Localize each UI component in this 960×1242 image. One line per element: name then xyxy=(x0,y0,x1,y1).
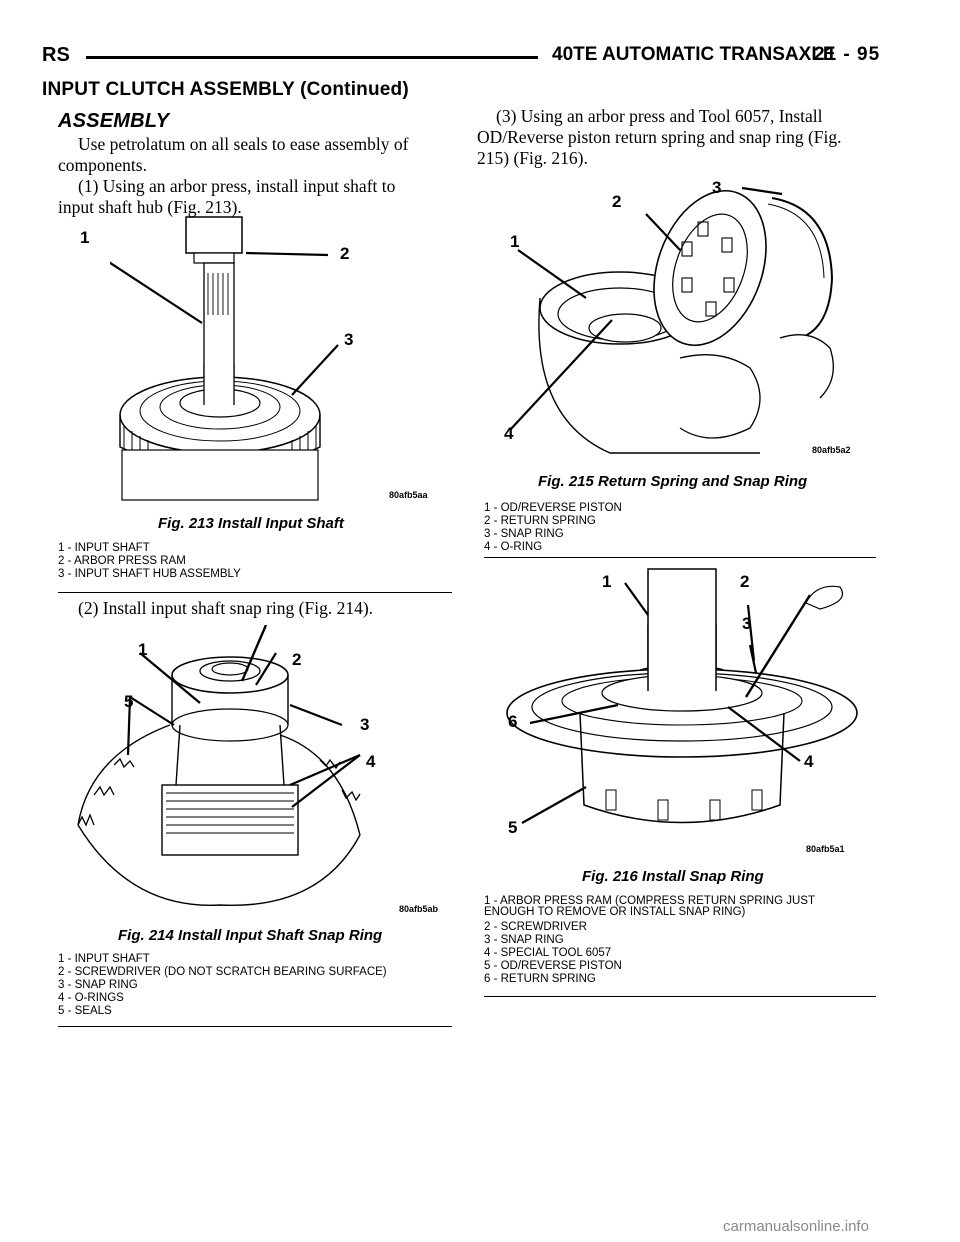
fig216-rule xyxy=(484,996,876,997)
fig216-code: 80afb5a1 xyxy=(806,844,845,854)
assembly-right-line-2: OD/Reverse piston return spring and snap… xyxy=(477,127,842,147)
fig214-code: 80afb5ab xyxy=(399,904,439,914)
fig213-callout-3: 3 xyxy=(344,330,354,349)
fig215-rule xyxy=(484,557,876,558)
page-number: 21 - 95 xyxy=(814,44,881,65)
fig214-callout-2: 2 xyxy=(292,650,302,669)
fig215-callout-1: 1 xyxy=(510,232,520,251)
fig214-legend-3: 3 - SNAP RING xyxy=(58,979,138,991)
assembly-line-3: (1) Using an arbor press, install input … xyxy=(78,176,396,196)
fig213-legend-3: 3 - INPUT SHAFT HUB ASSEMBLY xyxy=(58,568,241,580)
fig213-code: 80afb5aa xyxy=(389,490,428,500)
assembly-line-1: Use petrolatum on all seals to ease asse… xyxy=(78,134,409,154)
fig214-callout-5: 5 xyxy=(124,692,134,711)
fig216-legend-5: 4 - SPECIAL TOOL 6057 xyxy=(484,947,612,959)
assembly-right-line-3: 215) (Fig. 216). xyxy=(477,148,588,168)
step-2-text: (2) Install input shaft snap ring (Fig. … xyxy=(78,598,374,618)
header-title: 40TE AUTOMATIC TRANSAXLE xyxy=(552,44,836,65)
header-rule xyxy=(86,56,538,59)
section-title: INPUT CLUTCH ASSEMBLY (Continued) xyxy=(42,79,409,100)
fig216-legend-4: 3 - SNAP RING xyxy=(484,934,564,946)
fig215-legend-4: 4 - O-RING xyxy=(484,541,543,553)
fig215-callout-4: 4 xyxy=(504,424,514,443)
fig215-code: 80afb5a2 xyxy=(812,445,851,455)
fig216-callout-1: 1 xyxy=(602,572,612,591)
fig216-callout-4: 4 xyxy=(804,752,814,771)
fig214-legend-5: 5 - SEALS xyxy=(58,1005,112,1017)
figure-213-illustration xyxy=(110,215,450,505)
fig214-caption: Fig. 214 Install Input Shaft Snap Ring xyxy=(118,927,383,944)
fig216-callout-6: 6 xyxy=(508,712,518,731)
fig215-legend-3: 3 - SNAP RING xyxy=(484,528,564,540)
fig215-callout-2: 2 xyxy=(612,192,622,211)
fig213-callout-2: 2 xyxy=(340,244,350,263)
fig216-legend-3: 2 - SCREWDRIVER xyxy=(484,921,587,933)
fig214-rule xyxy=(58,1026,452,1027)
fig213-legend-1: 1 - INPUT SHAFT xyxy=(58,542,150,554)
watermark: carmanualsonline.info xyxy=(723,1218,869,1235)
fig216-caption: Fig. 216 Install Snap Ring xyxy=(582,868,764,885)
header-left: RS xyxy=(42,44,70,66)
fig213-callout-1: 1 xyxy=(80,228,90,247)
fig214-callout-3: 3 xyxy=(360,715,370,734)
fig215-caption: Fig. 215 Return Spring and Snap Ring xyxy=(538,473,808,490)
fig216-callout-3: 3 xyxy=(742,614,752,633)
assembly-line-4: input shaft hub (Fig. 213). xyxy=(58,197,242,217)
figure-216-illustration xyxy=(500,565,870,855)
fig216-legend-2: ENOUGH TO REMOVE OR INSTALL SNAP RING) xyxy=(484,906,746,918)
fig213-caption: Fig. 213 Install Input Shaft xyxy=(158,515,344,532)
fig213-rule xyxy=(58,592,452,593)
figure-215-illustration xyxy=(510,178,870,468)
assembly-line-2: components. xyxy=(58,155,147,175)
fig214-legend-1: 1 - INPUT SHAFT xyxy=(58,953,150,965)
assembly-heading: ASSEMBLY xyxy=(58,110,170,132)
fig216-legend-1: 1 - ARBOR PRESS RAM (COMPRESS RETURN SPR… xyxy=(484,895,815,907)
figure-214-illustration xyxy=(70,625,450,910)
assembly-right-line-1: (3) Using an arbor press and Tool 6057, … xyxy=(496,106,823,126)
fig215-legend-1: 1 - OD/REVERSE PISTON xyxy=(484,502,622,514)
fig213-legend-2: 2 - ARBOR PRESS RAM xyxy=(58,555,186,567)
fig216-callout-5: 5 xyxy=(508,818,518,837)
fig214-callout-4: 4 xyxy=(366,752,376,771)
fig214-legend-4: 4 - O-RINGS xyxy=(58,992,124,1004)
fig215-legend-2: 2 - RETURN SPRING xyxy=(484,515,596,527)
fig215-callout-3: 3 xyxy=(712,178,722,197)
fig214-callout-1: 1 xyxy=(138,640,148,659)
fig214-legend-2: 2 - SCREWDRIVER (DO NOT SCRATCH BEARING … xyxy=(58,966,387,978)
fig216-legend-7: 6 - RETURN SPRING xyxy=(484,973,596,985)
fig216-callout-2: 2 xyxy=(740,572,750,591)
fig216-legend-6: 5 - OD/REVERSE PISTON xyxy=(484,960,622,972)
